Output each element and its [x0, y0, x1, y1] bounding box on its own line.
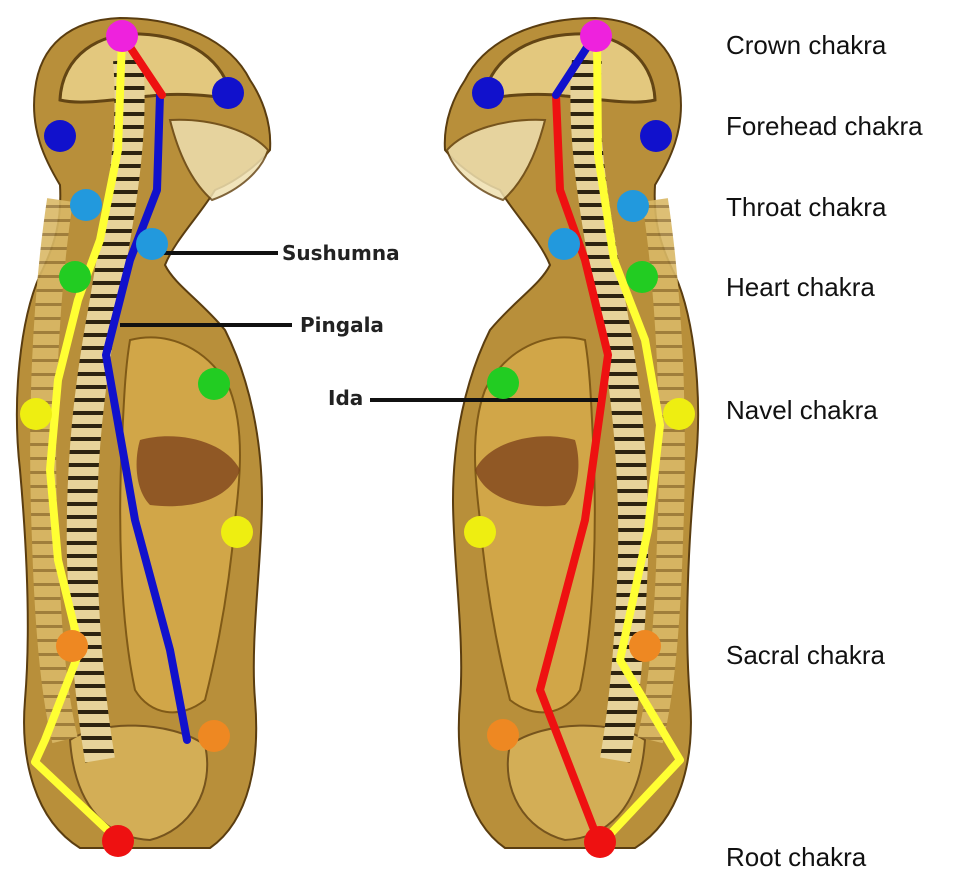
right-throat-dot-back: [617, 190, 649, 222]
throat-chakra-label: Throat chakra: [726, 192, 886, 222]
right-forehead-dot-front: [472, 77, 504, 109]
right-heart-dot-front: [487, 367, 519, 399]
left-heart-dot-front: [198, 368, 230, 400]
left-crown-dot: [106, 20, 138, 52]
left-throat-dot-back: [70, 189, 102, 221]
left-root-dot: [102, 825, 134, 857]
sacral-chakra-label: Sacral chakra: [726, 640, 885, 670]
sushumna-label: Sushumna: [282, 241, 400, 265]
left-throat-dot-front: [136, 228, 168, 260]
right-throat-dot-front: [548, 228, 580, 260]
right-forehead-dot-back: [640, 120, 672, 152]
left-forehead-dot-front: [212, 77, 244, 109]
left-forehead-dot-back: [44, 120, 76, 152]
left-sacral-dot-back: [56, 630, 88, 662]
left-navel-dot-back: [20, 398, 52, 430]
root-chakra-label: Root chakra: [726, 842, 866, 872]
left-heart-dot-back: [59, 261, 91, 293]
navel-chakra-label: Navel chakra: [726, 395, 878, 425]
left-sacral-dot-front: [198, 720, 230, 752]
ida-label: Ida: [328, 386, 363, 410]
right-navel-dot-back: [663, 398, 695, 430]
right-crown-dot: [580, 20, 612, 52]
crown-chakra-label: Crown chakra: [726, 30, 886, 60]
right-sacral-dot-front: [487, 719, 519, 751]
forehead-chakra-label: Forehead chakra: [726, 111, 923, 141]
pingala-label: Pingala: [300, 313, 384, 337]
right-root-dot: [584, 826, 616, 858]
right-navel-dot-front: [464, 516, 496, 548]
heart-chakra-label: Heart chakra: [726, 272, 875, 302]
right-heart-dot-back: [626, 261, 658, 293]
right-sacral-dot-back: [629, 630, 661, 662]
left-navel-dot-front: [221, 516, 253, 548]
